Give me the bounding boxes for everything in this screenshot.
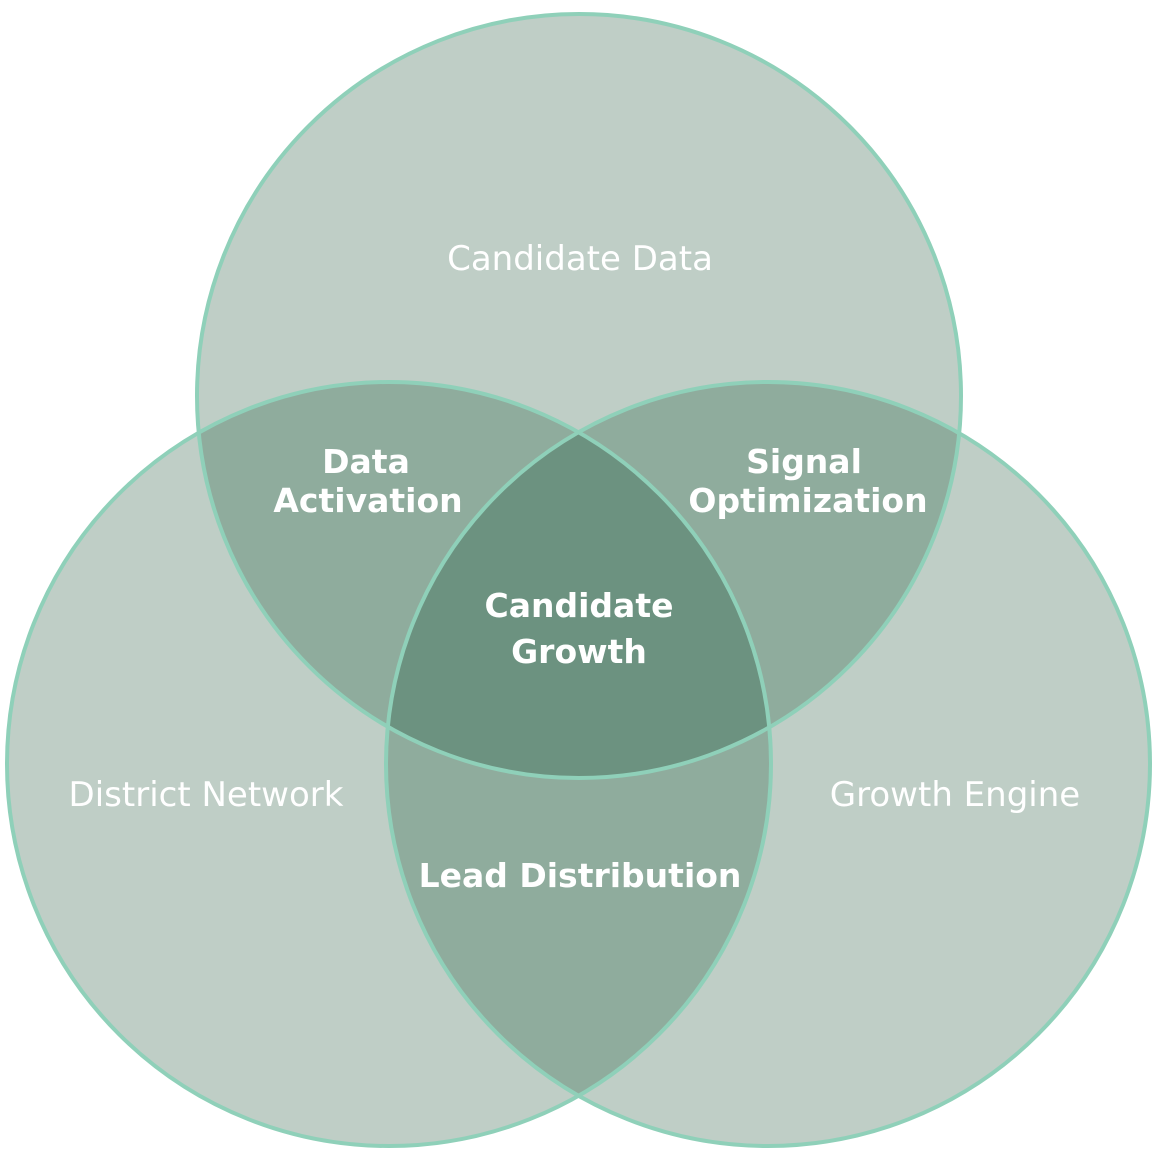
label-candidate-growth-line1: Candidate <box>485 586 674 625</box>
label-candidate-growth-line2: Growth <box>511 632 647 671</box>
label-data-activation-line1: Data <box>322 442 410 481</box>
outline-candidate-data <box>195 12 963 780</box>
label-growth-engine: Growth Engine <box>830 775 1080 815</box>
label-data-activation-line2: Activation <box>273 481 462 520</box>
label-signal-optimization-line2: Optimization <box>688 481 927 520</box>
label-signal-optimization-line1: Signal <box>746 442 862 481</box>
outline-growth-engine <box>384 380 1152 1148</box>
outline-district-network <box>5 380 773 1148</box>
label-lead-distribution: Lead Distribution <box>419 856 742 895</box>
label-candidate-data: Candidate Data <box>447 239 713 279</box>
label-district-network: District Network <box>69 775 344 815</box>
